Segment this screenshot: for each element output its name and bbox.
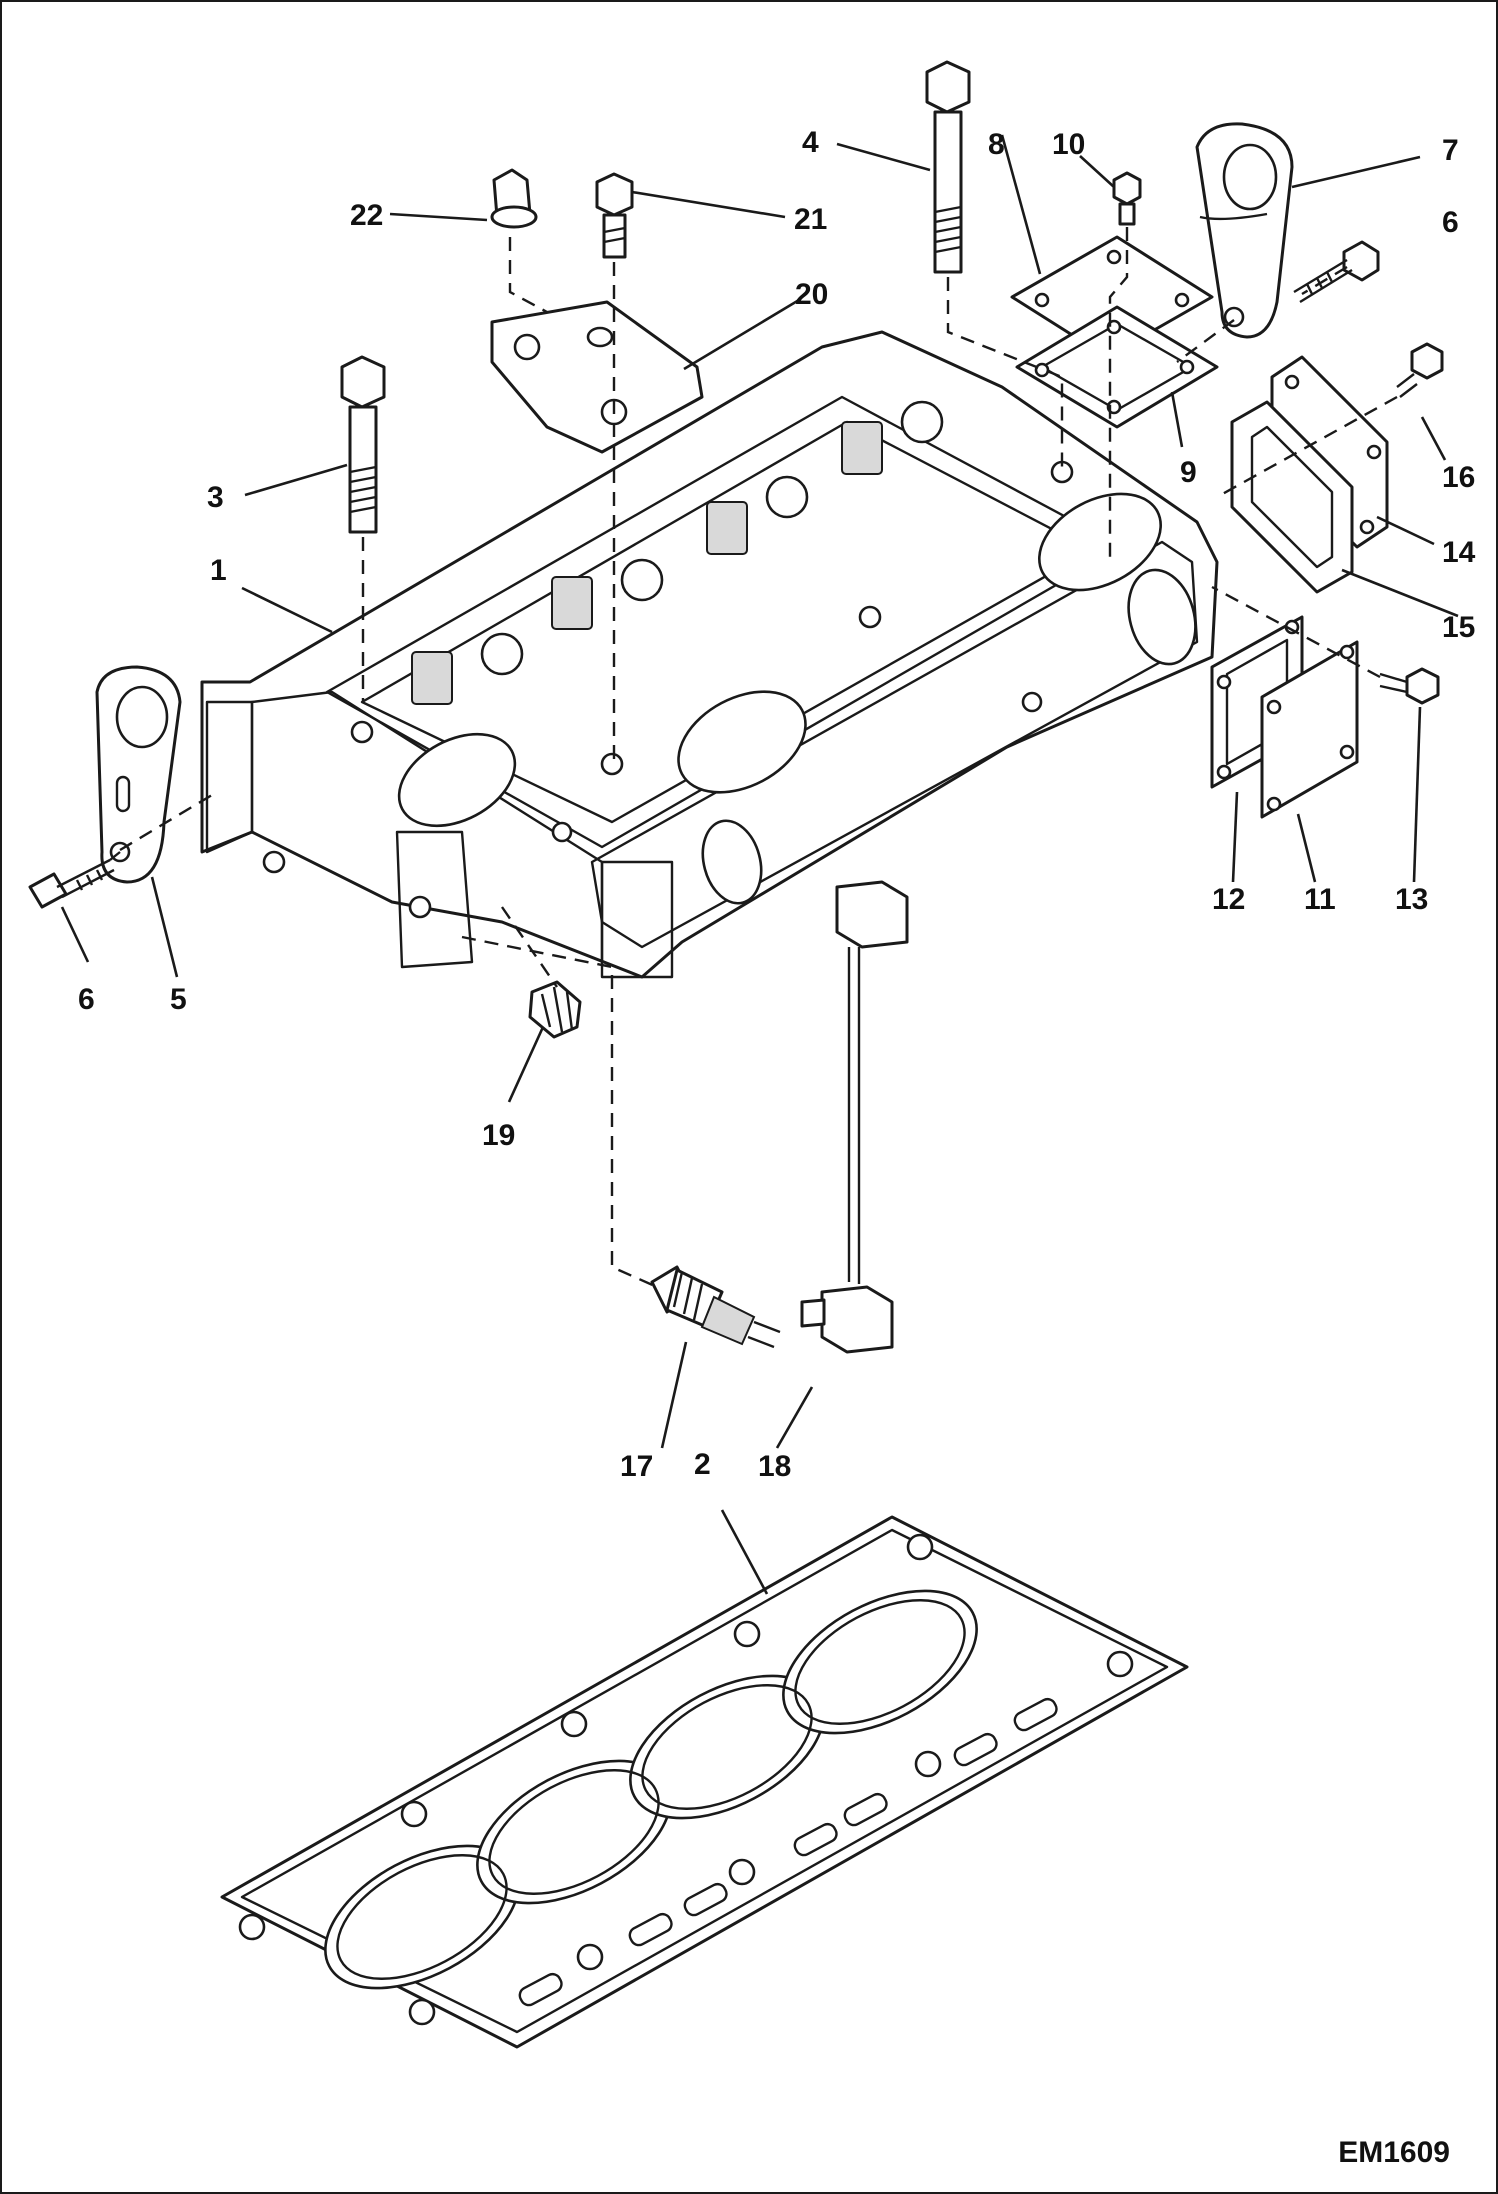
bolt-right [1293, 240, 1380, 304]
callout-13: 13 [1395, 883, 1428, 916]
callout-6-left: 6 [78, 983, 95, 1016]
screw-16 [1396, 342, 1444, 398]
callout-12: 12 [1212, 883, 1245, 916]
callout-2: 2 [694, 1448, 711, 1481]
head-bolt-3 [340, 355, 386, 534]
callout-11: 11 [1304, 883, 1336, 916]
gasket-15 [1230, 400, 1354, 594]
callout-16: 16 [1442, 461, 1475, 494]
callout-7: 7 [1442, 134, 1459, 167]
callout-3: 3 [207, 481, 224, 514]
callout-10: 10 [1052, 128, 1085, 161]
callout-21: 21 [794, 203, 827, 236]
callout-8: 8 [988, 128, 1005, 161]
screw-13 [1379, 667, 1440, 705]
cylinder-head [200, 330, 1219, 979]
callout-22: 22 [350, 199, 383, 232]
bolt-21 [595, 172, 634, 259]
callout-18: 18 [758, 1450, 791, 1483]
callout-14: 14 [1442, 536, 1476, 569]
lifting-bracket-right [1195, 122, 1294, 339]
callout-9: 9 [1180, 456, 1197, 489]
head-bolt-4 [925, 60, 971, 274]
bolt-left [28, 858, 115, 909]
callout-labels: 1 2 3 4 5 6 6 7 8 9 10 11 12 13 14 15 16… [78, 126, 1476, 1483]
plate-11 [1260, 640, 1359, 819]
callout-17: 17 [620, 1450, 653, 1483]
plate-20 [490, 300, 704, 454]
head-gasket [220, 1515, 1189, 2049]
leader-lines [60, 134, 1459, 1595]
drawing-code: EM1609 [1338, 2136, 1450, 2169]
callout-1: 1 [210, 554, 227, 587]
callout-5: 5 [170, 983, 187, 1016]
harness-18 [800, 880, 909, 1354]
callout-4: 4 [802, 126, 819, 159]
screw-10 [1112, 171, 1142, 226]
callout-19: 19 [482, 1119, 515, 1152]
callout-20: 20 [795, 278, 828, 311]
plug-19 [528, 980, 582, 1039]
temperature-sensor-17 [650, 1265, 781, 1349]
clip-22 [490, 168, 538, 229]
alignment-lines [109, 227, 1398, 1289]
lifting-bracket-left [95, 665, 182, 884]
callout-15: 15 [1442, 611, 1475, 644]
gasket-9 [1015, 305, 1219, 429]
callout-6-right: 6 [1442, 206, 1459, 239]
